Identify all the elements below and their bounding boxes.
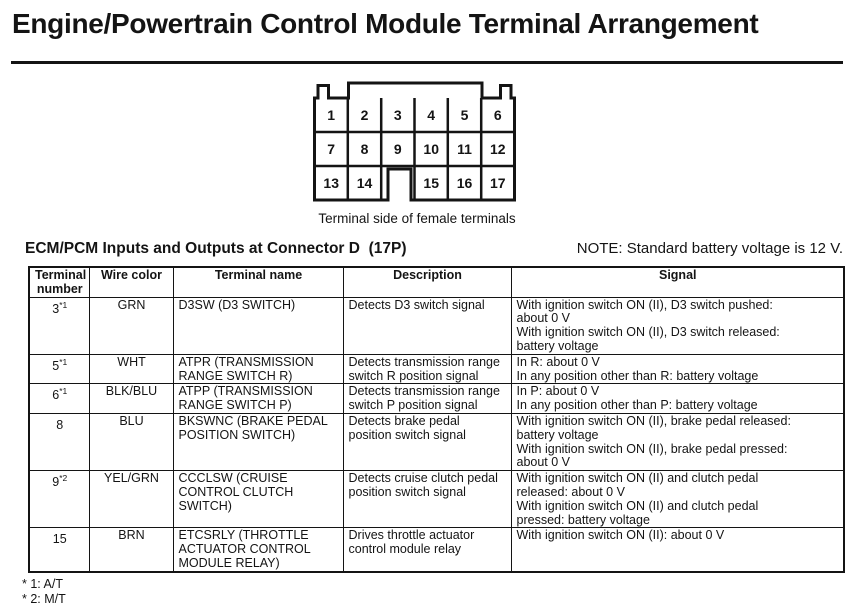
description-cell: Detects D3 switch signal (342, 296, 512, 355)
terminal-number: 15 (52, 532, 67, 547)
terminal-number: 5 (52, 358, 60, 373)
signal-cell: With ignition switch ON (II), brake peda… (510, 412, 845, 472)
footnote-ref: *1 (59, 356, 68, 367)
terminal-name-cell: ATPR (TRANSMISSION RANGE SWITCH R) (172, 353, 344, 385)
wire-color-cell: YEL/GRN (88, 470, 174, 529)
footnote-2: * 2: M/T (22, 591, 66, 606)
connector-terminal-number: 15 (423, 175, 439, 191)
col-header-terminal-number: Terminal number (28, 266, 90, 298)
col-header-wire-color: Wire color (88, 266, 174, 298)
section-header-row: ECM/PCM Inputs and Outputs at Connector … (25, 240, 843, 258)
terminal-number-cell: 9*2 (28, 470, 90, 529)
connector-diagram-svg: 1 2 3 4 5 6 7 8 9 10 11 12 13 14 15 16 1… (313, 81, 516, 202)
connector-terminal-number: 7 (327, 141, 335, 157)
connector-terminal-number: 8 (361, 141, 369, 157)
connector-terminal-number: 14 (357, 175, 373, 191)
manual-page: Engine/Powertrain Control Module Termina… (0, 7, 854, 607)
table-row: 9*2 YEL/GRN CCCLSW (CRUISE CONTROL CLUTC… (28, 470, 845, 529)
description-cell: Detects transmission range switch R posi… (342, 353, 512, 385)
connector-terminal-number: 10 (423, 141, 439, 157)
terminal-spec-table: Terminal number Wire color Terminal name… (28, 266, 845, 573)
wire-color-cell: BLU (88, 412, 174, 472)
footnote-ref: *2 (59, 473, 68, 484)
connector-terminal-number: 17 (490, 175, 506, 191)
connector-grid-lines (314, 98, 515, 200)
description-cell: Detects transmission range switch P posi… (342, 383, 512, 414)
terminal-name-cell: ATPP (TRANSMISSION RANGE SWITCH P) (172, 383, 344, 414)
terminal-number-cell: 8 (28, 412, 90, 472)
connector-terminal-number: 11 (457, 141, 472, 157)
connector-terminal-number: 9 (394, 141, 402, 157)
connector-terminal-number: 3 (394, 107, 402, 123)
wire-color-cell: WHT (88, 353, 174, 385)
connector-diagram: 1 2 3 4 5 6 7 8 9 10 11 12 13 14 15 16 1… (310, 79, 522, 207)
table-row: 6*1 BLK/BLU ATPP (TRANSMISSION RANGE SWI… (28, 383, 845, 414)
connector-terminal-number: 1 (327, 107, 335, 123)
footnote-ref: *1 (59, 386, 68, 397)
terminal-number-cell: 5*1 (28, 353, 90, 385)
connector-terminal-number: 4 (427, 107, 435, 123)
wire-color-cell: BLK/BLU (88, 383, 174, 414)
table-header-row: Terminal number Wire color Terminal name… (28, 266, 845, 298)
table-row: 3*1 GRN D3SW (D3 SWITCH) Detects D3 swit… (28, 296, 845, 355)
connector-terminal-number: 12 (490, 141, 506, 157)
col-header-description: Description (342, 266, 512, 298)
table-row: 15 BRN ETCSRLY (THROTTLE ACTUATOR CONTRO… (28, 527, 845, 573)
connector-terminal-numbers: 1 2 3 4 5 6 7 8 9 10 11 12 13 14 15 16 1… (323, 107, 505, 191)
terminal-name-cell: BKSWNC (BRAKE PEDAL POSITION SWITCH) (172, 412, 344, 472)
table-row: 8 BLU BKSWNC (BRAKE PEDAL POSITION SWITC… (28, 412, 845, 472)
wire-color-cell: BRN (88, 527, 174, 573)
terminal-name-cell: ETCSRLY (THROTTLE ACTUATOR CONTROL MODUL… (172, 527, 344, 573)
terminal-number-cell: 6*1 (28, 383, 90, 414)
description-cell: Detects brake pedal position switch sign… (342, 412, 512, 472)
signal-cell: In R: about 0 V In any position other th… (510, 353, 845, 385)
signal-cell: With ignition switch ON (II) and clutch … (510, 470, 845, 529)
signal-cell: With ignition switch ON (II): about 0 V (510, 527, 845, 573)
wire-color-cell: GRN (88, 296, 174, 355)
col-header-terminal-name: Terminal name (172, 266, 344, 298)
terminal-number: 9 (52, 475, 60, 490)
col-header-signal: Signal (510, 266, 845, 298)
connector-terminal-number: 5 (461, 107, 469, 123)
terminal-number-cell: 3*1 (28, 296, 90, 355)
description-cell: Drives throttle actuator control module … (342, 527, 512, 573)
connector-terminal-number: 6 (494, 107, 502, 123)
connector-terminal-number: 16 (457, 175, 473, 191)
terminal-number: 3 (52, 301, 60, 316)
connector-terminal-number: 2 (361, 107, 369, 123)
terminal-name-cell: D3SW (D3 SWITCH) (172, 296, 344, 355)
footnote-ref: *1 (59, 299, 68, 310)
note-text: NOTE: Standard battery voltage is 12 V. (576, 240, 843, 257)
terminal-name-cell: CCCLSW (CRUISE CONTROL CLUTCH SWITCH) (172, 470, 344, 529)
connector-caption: Terminal side of female terminals (318, 211, 516, 226)
connector-terminal-number: 13 (323, 175, 339, 191)
page-title: Engine/Powertrain Control Module Termina… (12, 8, 759, 39)
description-cell: Detects cruise clutch pedal position swi… (342, 470, 512, 529)
signal-cell: In P: about 0 V In any position other th… (510, 383, 845, 414)
title-divider (11, 61, 843, 64)
table-row: 5*1 WHT ATPR (TRANSMISSION RANGE SWITCH … (28, 353, 845, 385)
section-heading: ECM/PCM Inputs and Outputs at Connector … (25, 240, 407, 257)
terminal-number: 6 (52, 388, 60, 403)
footnote-1: * 1: A/T (22, 576, 63, 591)
signal-cell: With ignition switch ON (II), D3 switch … (510, 296, 845, 355)
footnotes: * 1: A/T * 2: M/T (22, 577, 854, 607)
terminal-number: 8 (56, 418, 64, 433)
terminal-number-cell: 15 (28, 527, 90, 573)
